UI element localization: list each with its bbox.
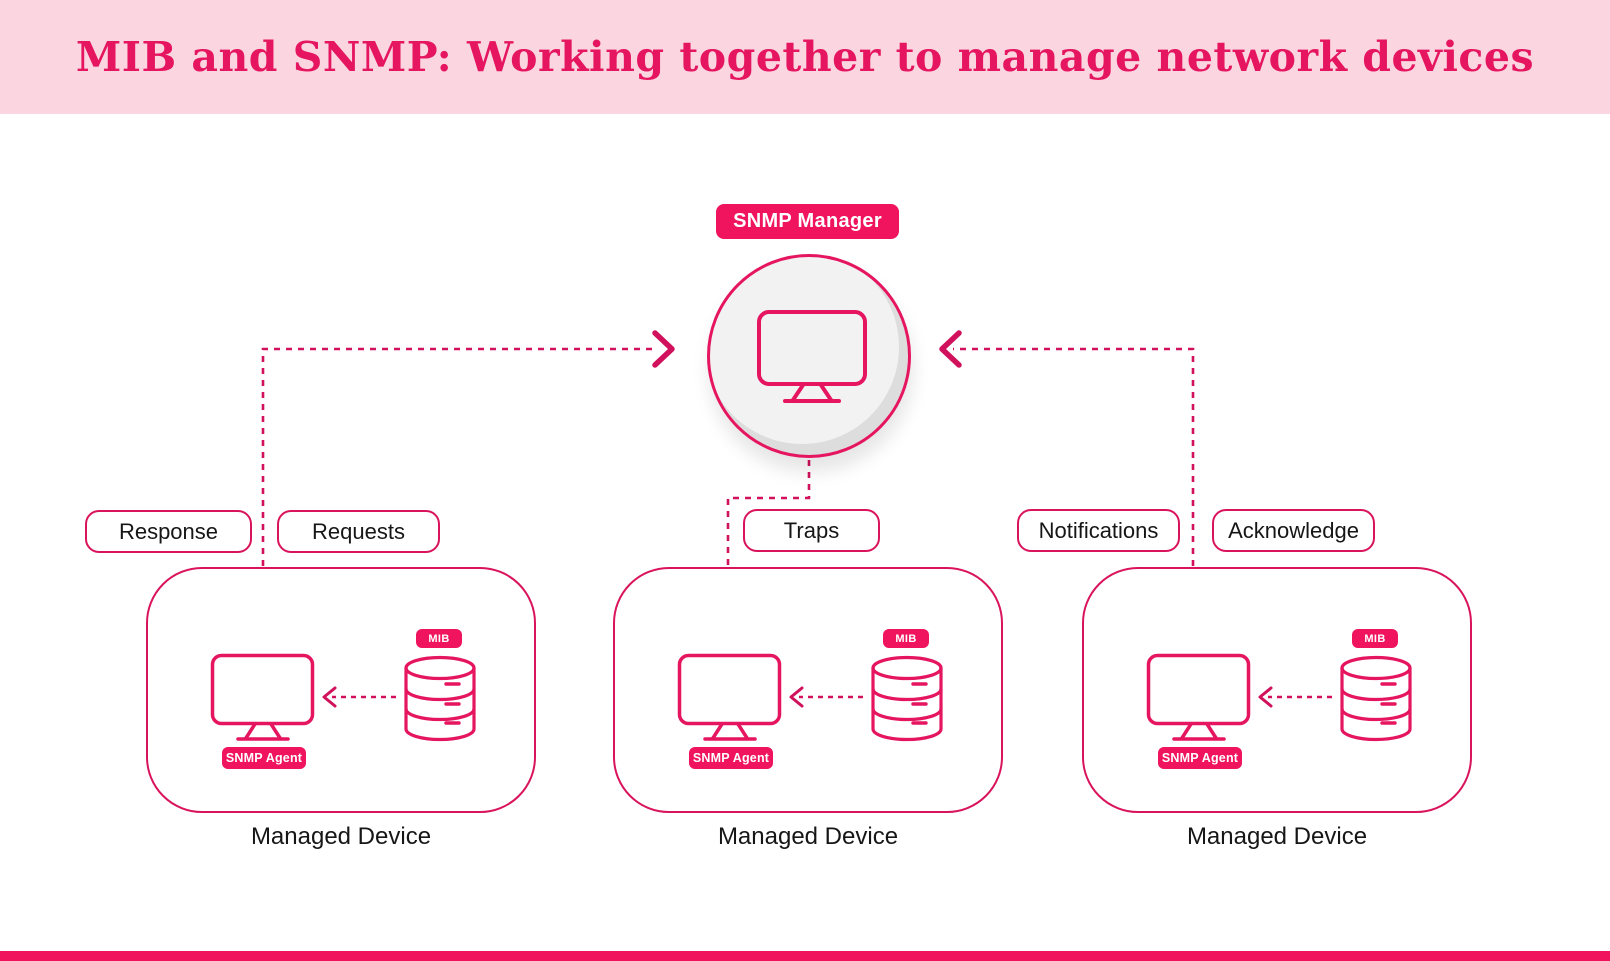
device-caption-1: Managed Device (250, 823, 432, 850)
monitor-icon (757, 310, 867, 403)
label-acknowledge: Acknowledge (1212, 509, 1375, 552)
page-title: MIB and SNMP: Working together to manage… (75, 33, 1535, 81)
managed-device-box-1: SNMP Agent MIB (146, 567, 536, 813)
database-icon (871, 655, 943, 742)
monitor-icon (677, 653, 782, 741)
snmp-agent-badge: SNMP Agent (222, 747, 306, 769)
snmp-manager-node (707, 254, 911, 458)
device-caption-2: Managed Device (717, 823, 899, 850)
mib-to-agent-arrow-icon (1258, 686, 1332, 708)
mib-badge: MIB (883, 629, 929, 648)
monitor-icon (210, 653, 315, 741)
label-traps: Traps (743, 509, 880, 552)
header-band: MIB and SNMP: Working together to manage… (0, 0, 1610, 114)
mib-to-agent-arrow-icon (322, 686, 396, 708)
label-requests: Requests (277, 510, 440, 553)
mib-badge: MIB (416, 629, 462, 648)
monitor-icon (1146, 653, 1251, 741)
managed-device-box-2: SNMP Agent MIB (613, 567, 1003, 813)
device-caption-3: Managed Device (1186, 823, 1368, 850)
snmp-manager-badge: SNMP Manager (716, 204, 899, 239)
label-notifications: Notifications (1017, 509, 1180, 552)
snmp-agent-badge: SNMP Agent (1158, 747, 1242, 769)
snmp-agent-badge: SNMP Agent (689, 747, 773, 769)
managed-device-box-3: SNMP Agent MIB (1082, 567, 1472, 813)
mib-to-agent-arrow-icon (789, 686, 863, 708)
mib-badge: MIB (1352, 629, 1398, 648)
database-icon (1340, 655, 1412, 742)
arrow-into-manager-left-icon (652, 330, 675, 368)
database-icon (404, 655, 476, 742)
label-response: Response (85, 510, 252, 553)
bottom-accent-bar (0, 951, 1610, 961)
arrow-into-manager-right-icon (939, 330, 962, 368)
